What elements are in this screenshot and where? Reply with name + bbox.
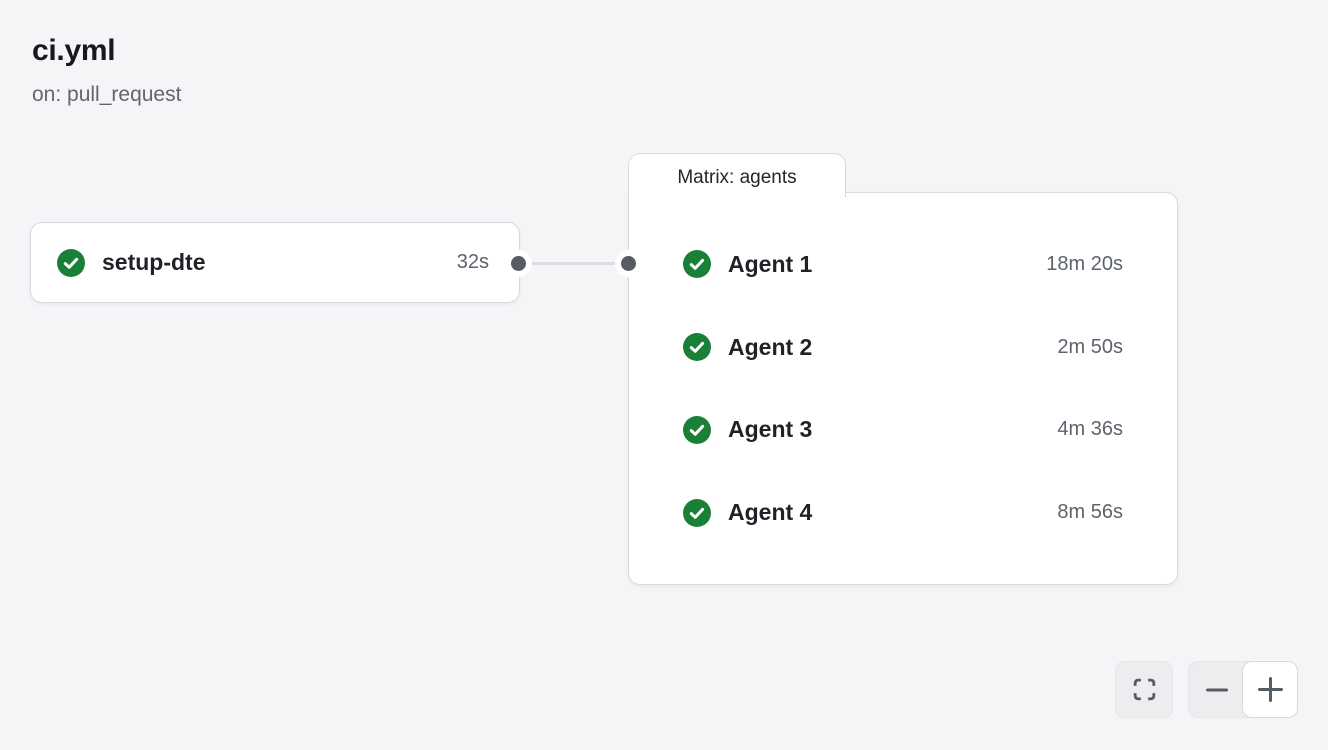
- job-name: Agent 1: [728, 250, 813, 277]
- zoom-out-button[interactable]: [1189, 662, 1244, 717]
- success-check-circle-icon: [683, 333, 711, 362]
- workflow-file-title: ci.yml: [32, 34, 116, 67]
- fit-to-view-button[interactable]: [1115, 661, 1173, 718]
- success-check-circle-icon: [683, 250, 711, 279]
- matrix-group-label: Matrix: agents: [677, 167, 797, 188]
- success-check-circle-icon: [683, 498, 711, 527]
- job-name: Agent 2: [728, 333, 813, 360]
- job-duration: 2m 50s: [1057, 335, 1123, 358]
- job-duration: 32s: [456, 251, 489, 273]
- zoom-in-button[interactable]: [1242, 661, 1298, 718]
- job-name: Agent 4: [728, 499, 813, 526]
- matrix-group-container: Agent 1 18m 20s Agent 2 2m 50s Agent 3 4…: [628, 192, 1178, 585]
- job-duration: 4m 36s: [1057, 418, 1123, 441]
- connector-dot: [621, 256, 636, 271]
- job-duration: 18m 20s: [1046, 252, 1123, 275]
- job-row-agent-3[interactable]: Agent 3 4m 36s: [683, 389, 1123, 472]
- job-name: setup-dte: [102, 249, 206, 275]
- job-node-setup-dte[interactable]: setup-dte 32s: [30, 222, 520, 303]
- minus-icon: [1205, 688, 1228, 691]
- job-duration: 8m 56s: [1057, 501, 1123, 524]
- job-name: Agent 3: [728, 416, 813, 443]
- success-check-circle-icon: [683, 415, 711, 444]
- job-row-agent-1[interactable]: Agent 1 18m 20s: [683, 223, 1123, 306]
- fit-to-view-icon: [1133, 678, 1155, 701]
- workflow-trigger-label: on: pull_request: [32, 83, 182, 106]
- connector-dot: [511, 256, 526, 271]
- zoom-controls: [1188, 661, 1298, 718]
- plus-icon: [1257, 677, 1283, 702]
- job-row-agent-2[interactable]: Agent 2 2m 50s: [683, 306, 1123, 389]
- connector-line: [518, 262, 630, 265]
- job-row-agent-4[interactable]: Agent 4 8m 56s: [683, 471, 1123, 554]
- matrix-group-label-tab: Matrix: agents: [628, 153, 846, 197]
- success-check-circle-icon: [57, 248, 85, 277]
